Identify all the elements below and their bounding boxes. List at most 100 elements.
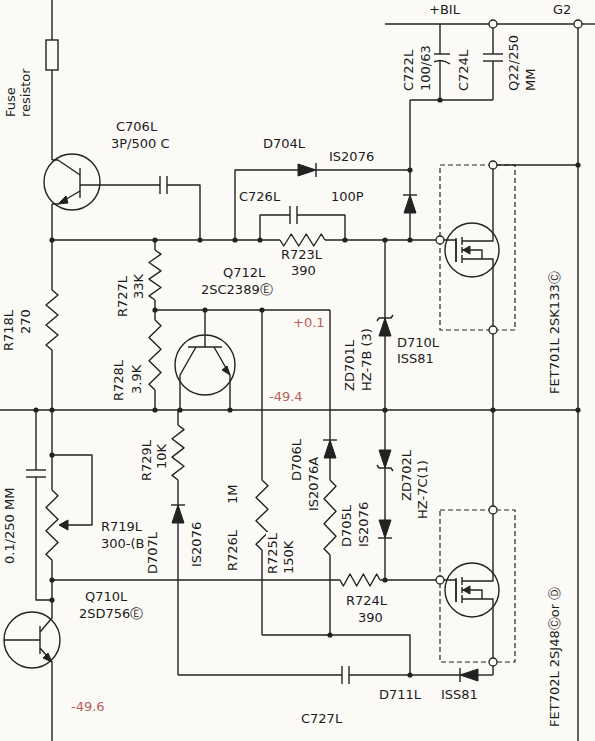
part-label: MM: [524, 68, 539, 92]
wire: [52, 239, 280, 240]
part-label: R729L: [140, 439, 155, 482]
wire: [177, 523, 178, 675]
fet-outline: [440, 165, 515, 330]
part-label: D710L: [396, 336, 440, 351]
device-outline: [44, 154, 100, 210]
part-label: 100P: [330, 190, 365, 205]
wire: [492, 666, 493, 675]
wire: [385, 23, 574, 24]
part-label: Q710L: [84, 590, 128, 605]
part-label: ZD701L: [343, 339, 358, 392]
resistor-symbol: [149, 250, 161, 300]
wire: [384, 336, 385, 410]
part-label: Q712L: [222, 266, 266, 281]
junction-dot: [202, 307, 207, 312]
wire: [154, 390, 155, 410]
part-label: 33K: [132, 273, 147, 300]
wire: [35, 410, 36, 470]
part-label: C706L: [115, 120, 158, 135]
fet-gate: [455, 238, 456, 262]
wire: [492, 28, 493, 54]
part-label: 3P/500 C: [110, 137, 171, 152]
wire: [204, 310, 205, 347]
wire: [316, 169, 410, 170]
junction-dot: [327, 632, 332, 637]
part-label: 3.9K: [130, 364, 145, 395]
arrow-head: [58, 196, 68, 204]
wire: [439, 24, 440, 54]
part-label: D706L: [290, 438, 305, 482]
diode-symbol: [324, 440, 336, 458]
terminal: [489, 658, 497, 666]
device-outline: [4, 612, 60, 668]
part-label: IS2076A: [307, 456, 322, 512]
wire: [380, 579, 436, 580]
diode-symbol: [379, 318, 391, 336]
wire: [52, 191, 80, 204]
wire: [297, 215, 345, 240]
terminal: [489, 506, 497, 514]
wire: [384, 468, 385, 520]
wire: [51, 204, 52, 290]
part-label: +BIL: [428, 3, 461, 18]
part-label: R718L: [2, 309, 17, 352]
wire: [155, 309, 330, 310]
diode-symbol: [379, 450, 391, 468]
part-label: FET702L 2SJ48Ⓒor Ⓓ: [548, 586, 563, 728]
part-label: ISS81: [440, 688, 479, 703]
wire: [582, 23, 595, 24]
part-label: 100/63: [419, 44, 434, 92]
part-label: R725L: [266, 532, 281, 575]
diode-bar: [171, 504, 185, 505]
part-label: C724L: [457, 49, 472, 92]
wire: [492, 61, 493, 100]
part-label: R719L: [100, 520, 143, 535]
part-label: R723L: [280, 248, 323, 263]
wire: [40, 618, 52, 632]
resistor-symbol: [324, 480, 336, 555]
diode-symbol: [298, 164, 316, 176]
part-label: Fuse resistor: [4, 54, 34, 118]
part-label: C727L: [300, 712, 343, 727]
resistor-symbol: [46, 290, 58, 350]
wire: [214, 347, 230, 410]
wire: [178, 674, 342, 675]
device-outline: [445, 223, 499, 277]
part-label: R728L: [112, 359, 127, 402]
arrow-head: [59, 520, 68, 530]
device-outline: [175, 335, 235, 395]
capacitor-plate: [26, 469, 46, 470]
terminal: [436, 576, 444, 584]
wire: [384, 538, 385, 580]
wire: [410, 99, 493, 100]
part-label: IS2076: [328, 150, 375, 165]
junction-dot: [49, 577, 54, 582]
terminal: [489, 20, 497, 28]
part-label: D711L: [378, 688, 422, 703]
diode-symbol: [404, 195, 416, 213]
part-label: R727L: [116, 275, 131, 318]
junction-dot: [407, 672, 412, 677]
diode-bar: [323, 439, 337, 440]
capacitor-plate: [483, 53, 503, 54]
wire: [40, 648, 52, 741]
junction-dot: [257, 237, 262, 242]
arrow-head: [463, 246, 470, 254]
diode-bar: [459, 668, 460, 682]
wire: [80, 184, 160, 185]
junction-dot: [49, 452, 54, 457]
fet-drain: [462, 169, 493, 241]
junction-dot: [197, 237, 202, 242]
wire: [52, 455, 92, 525]
wire: [409, 213, 410, 240]
part-label: 300-(B): [100, 537, 151, 552]
terminal: [489, 326, 497, 334]
wire: [52, 160, 80, 175]
part-label: R726L: [226, 529, 241, 572]
wire: [4, 639, 40, 640]
junction-dot: [575, 162, 580, 167]
part-label: -49.6: [70, 700, 106, 715]
part-label: FET701L 2SK133Ⓒ: [548, 270, 563, 395]
wire: [262, 635, 410, 675]
